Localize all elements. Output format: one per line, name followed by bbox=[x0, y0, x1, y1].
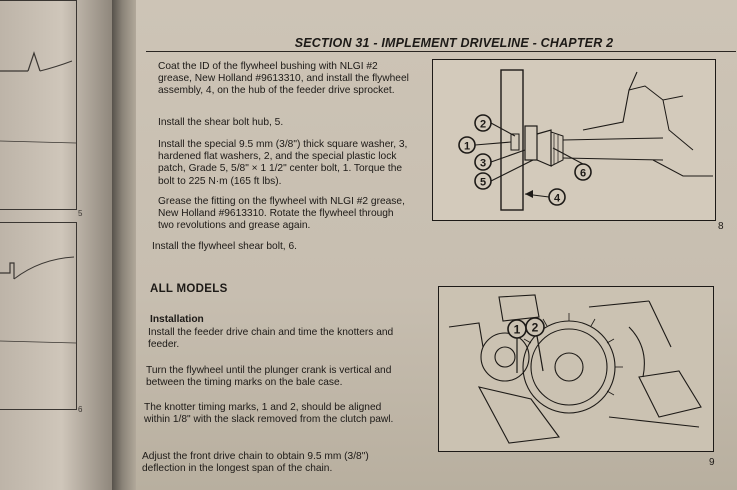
left-figure-number-5: 5 bbox=[78, 209, 83, 218]
left-figure-bottom-art bbox=[0, 256, 77, 344]
book-spine bbox=[112, 0, 138, 490]
fig8-callout-4: 4 bbox=[554, 193, 561, 205]
paragraph-shear-bolt-hub: Install the shear bolt hub, 5. bbox=[158, 117, 284, 128]
figure-8-number: 8 bbox=[718, 221, 724, 232]
fig8-callout-1: 1 bbox=[464, 141, 470, 153]
fig9-callout-1: 1 bbox=[514, 323, 521, 337]
fig8-callout-3: 3 bbox=[480, 158, 486, 170]
left-figure-number-6: 6 bbox=[78, 405, 83, 414]
manual-page: SECTION 31 - IMPLEMENT DRIVELINE - CHAPT… bbox=[136, 0, 737, 490]
paragraph-timing-marks: The knotter timing marks, 1 and 2, shoul… bbox=[144, 402, 394, 426]
figure-9: 1 2 bbox=[438, 286, 714, 452]
paragraph-flywheel-crank: Turn the flywheel until the plunger cran… bbox=[146, 365, 392, 389]
paragraph-grease-fitting: Grease the fitting on the flywheel with … bbox=[158, 196, 405, 232]
figure-8: 2 1 3 5 6 4 bbox=[432, 59, 716, 221]
paragraph-flywheel-bushing: Coat the ID of the flywheel bushing with… bbox=[158, 61, 409, 97]
fig8-callout-6: 6 bbox=[580, 168, 586, 180]
installation-heading: Installation bbox=[150, 314, 204, 325]
section-header: SECTION 31 - IMPLEMENT DRIVELINE - CHAPT… bbox=[294, 36, 614, 50]
fig8-callout-5: 5 bbox=[480, 177, 486, 189]
header-rule bbox=[146, 51, 736, 52]
paragraph-washer-bolt: Install the special 9.5 mm (3/8") thick … bbox=[158, 139, 408, 187]
left-figure-bottom bbox=[0, 222, 77, 410]
left-figure-top-art bbox=[0, 51, 77, 144]
knotter-timing-diagram: 1 2 bbox=[448, 294, 702, 444]
paragraph-drive-chain: Adjust the front drive chain to obtain 9… bbox=[142, 451, 369, 475]
paragraph-feeder-chain: Install the feeder drive chain and time … bbox=[148, 327, 394, 351]
fig9-callout-2: 2 bbox=[532, 321, 539, 335]
figure-9-number: 9 bbox=[709, 457, 715, 468]
paragraph-shear-bolt: Install the flywheel shear bolt, 6. bbox=[152, 241, 297, 252]
left-figure-top bbox=[0, 0, 77, 210]
left-page: 5 6 bbox=[0, 0, 112, 490]
all-models-heading: ALL MODELS bbox=[150, 283, 228, 295]
flywheel-assembly-diagram: 2 1 3 5 6 4 bbox=[458, 69, 713, 211]
fig8-callout-2: 2 bbox=[480, 119, 486, 131]
